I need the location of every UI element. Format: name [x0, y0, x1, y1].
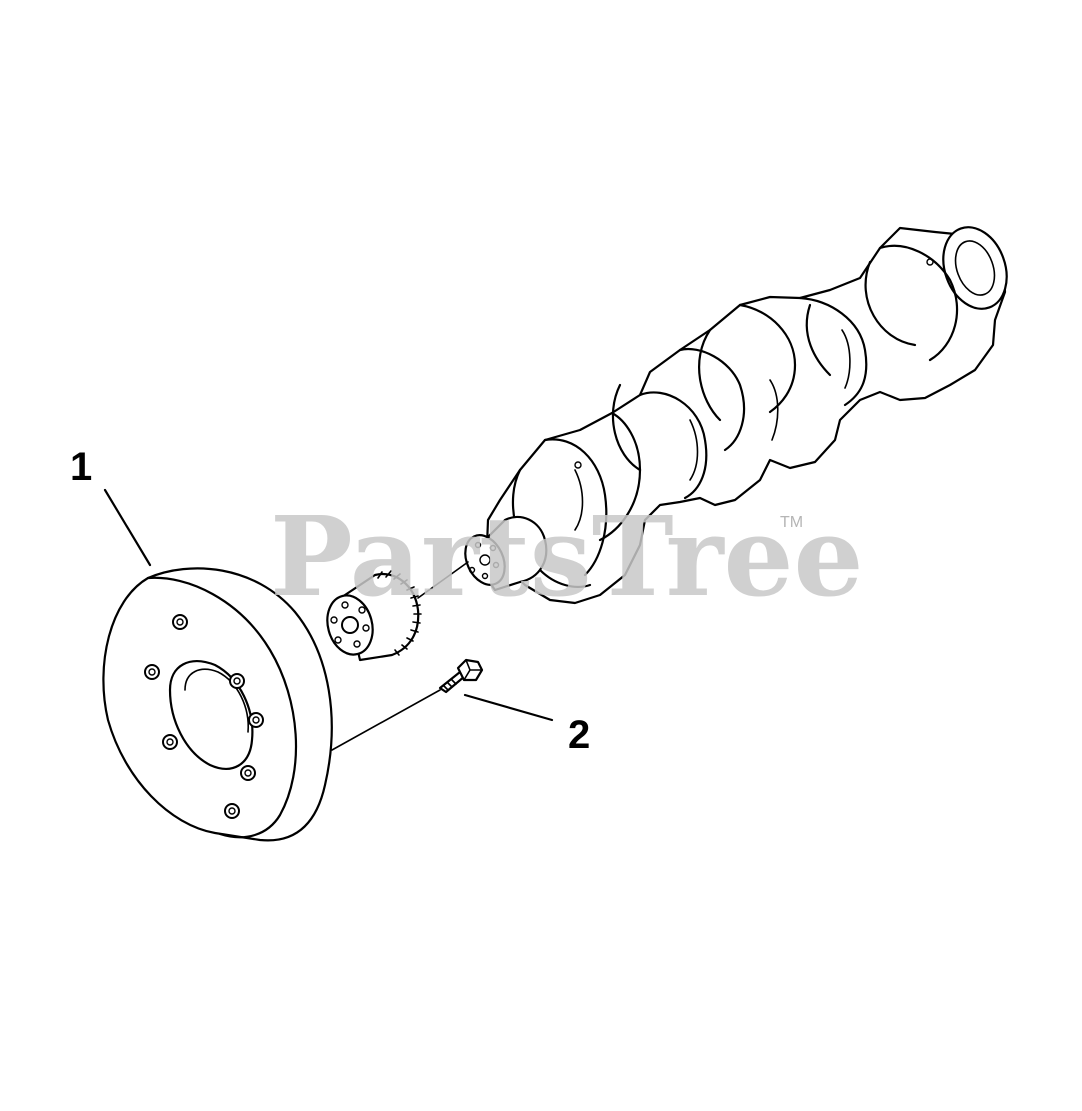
- callout-2-label: 2: [568, 713, 590, 757]
- pulley-bolt-holes: [144, 614, 264, 819]
- bolt: [438, 658, 484, 694]
- callout-2-leader: [463, 693, 554, 722]
- callout-1-leader: [103, 488, 152, 567]
- alignment-line-gear: [417, 561, 469, 599]
- crank-gear: [326, 570, 422, 662]
- callout-1-label: 1: [70, 445, 92, 489]
- alignment-line-bolt: [331, 689, 441, 751]
- pulley: [102, 567, 333, 842]
- watermark-text: PartsTree: [270, 492, 864, 621]
- watermark-trademark: TM: [780, 514, 803, 531]
- crankshaft: [464, 226, 1008, 605]
